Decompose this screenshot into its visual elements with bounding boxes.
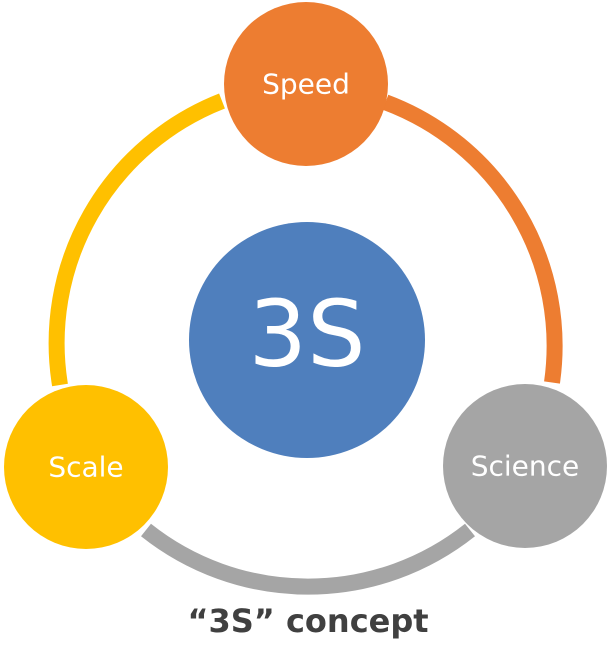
diagram-caption: “3S” concept (187, 602, 428, 640)
center-node: 3S (189, 222, 425, 458)
speed-circle (224, 2, 388, 166)
scale-node: Scale (4, 385, 168, 549)
arc-speed-to-science (382, 94, 563, 384)
science-node: Science (443, 384, 607, 548)
center-label: 3S (249, 281, 366, 388)
arc-science-to-scale (141, 523, 475, 595)
speed-label: Speed (262, 68, 350, 101)
center-circle (189, 222, 425, 458)
science-circle (443, 384, 607, 548)
science-label: Science (471, 450, 580, 483)
scale-circle (4, 385, 168, 549)
scale-label: Scale (48, 451, 123, 484)
speed-node: Speed (224, 2, 388, 166)
arc-scale-to-speed (48, 93, 225, 387)
